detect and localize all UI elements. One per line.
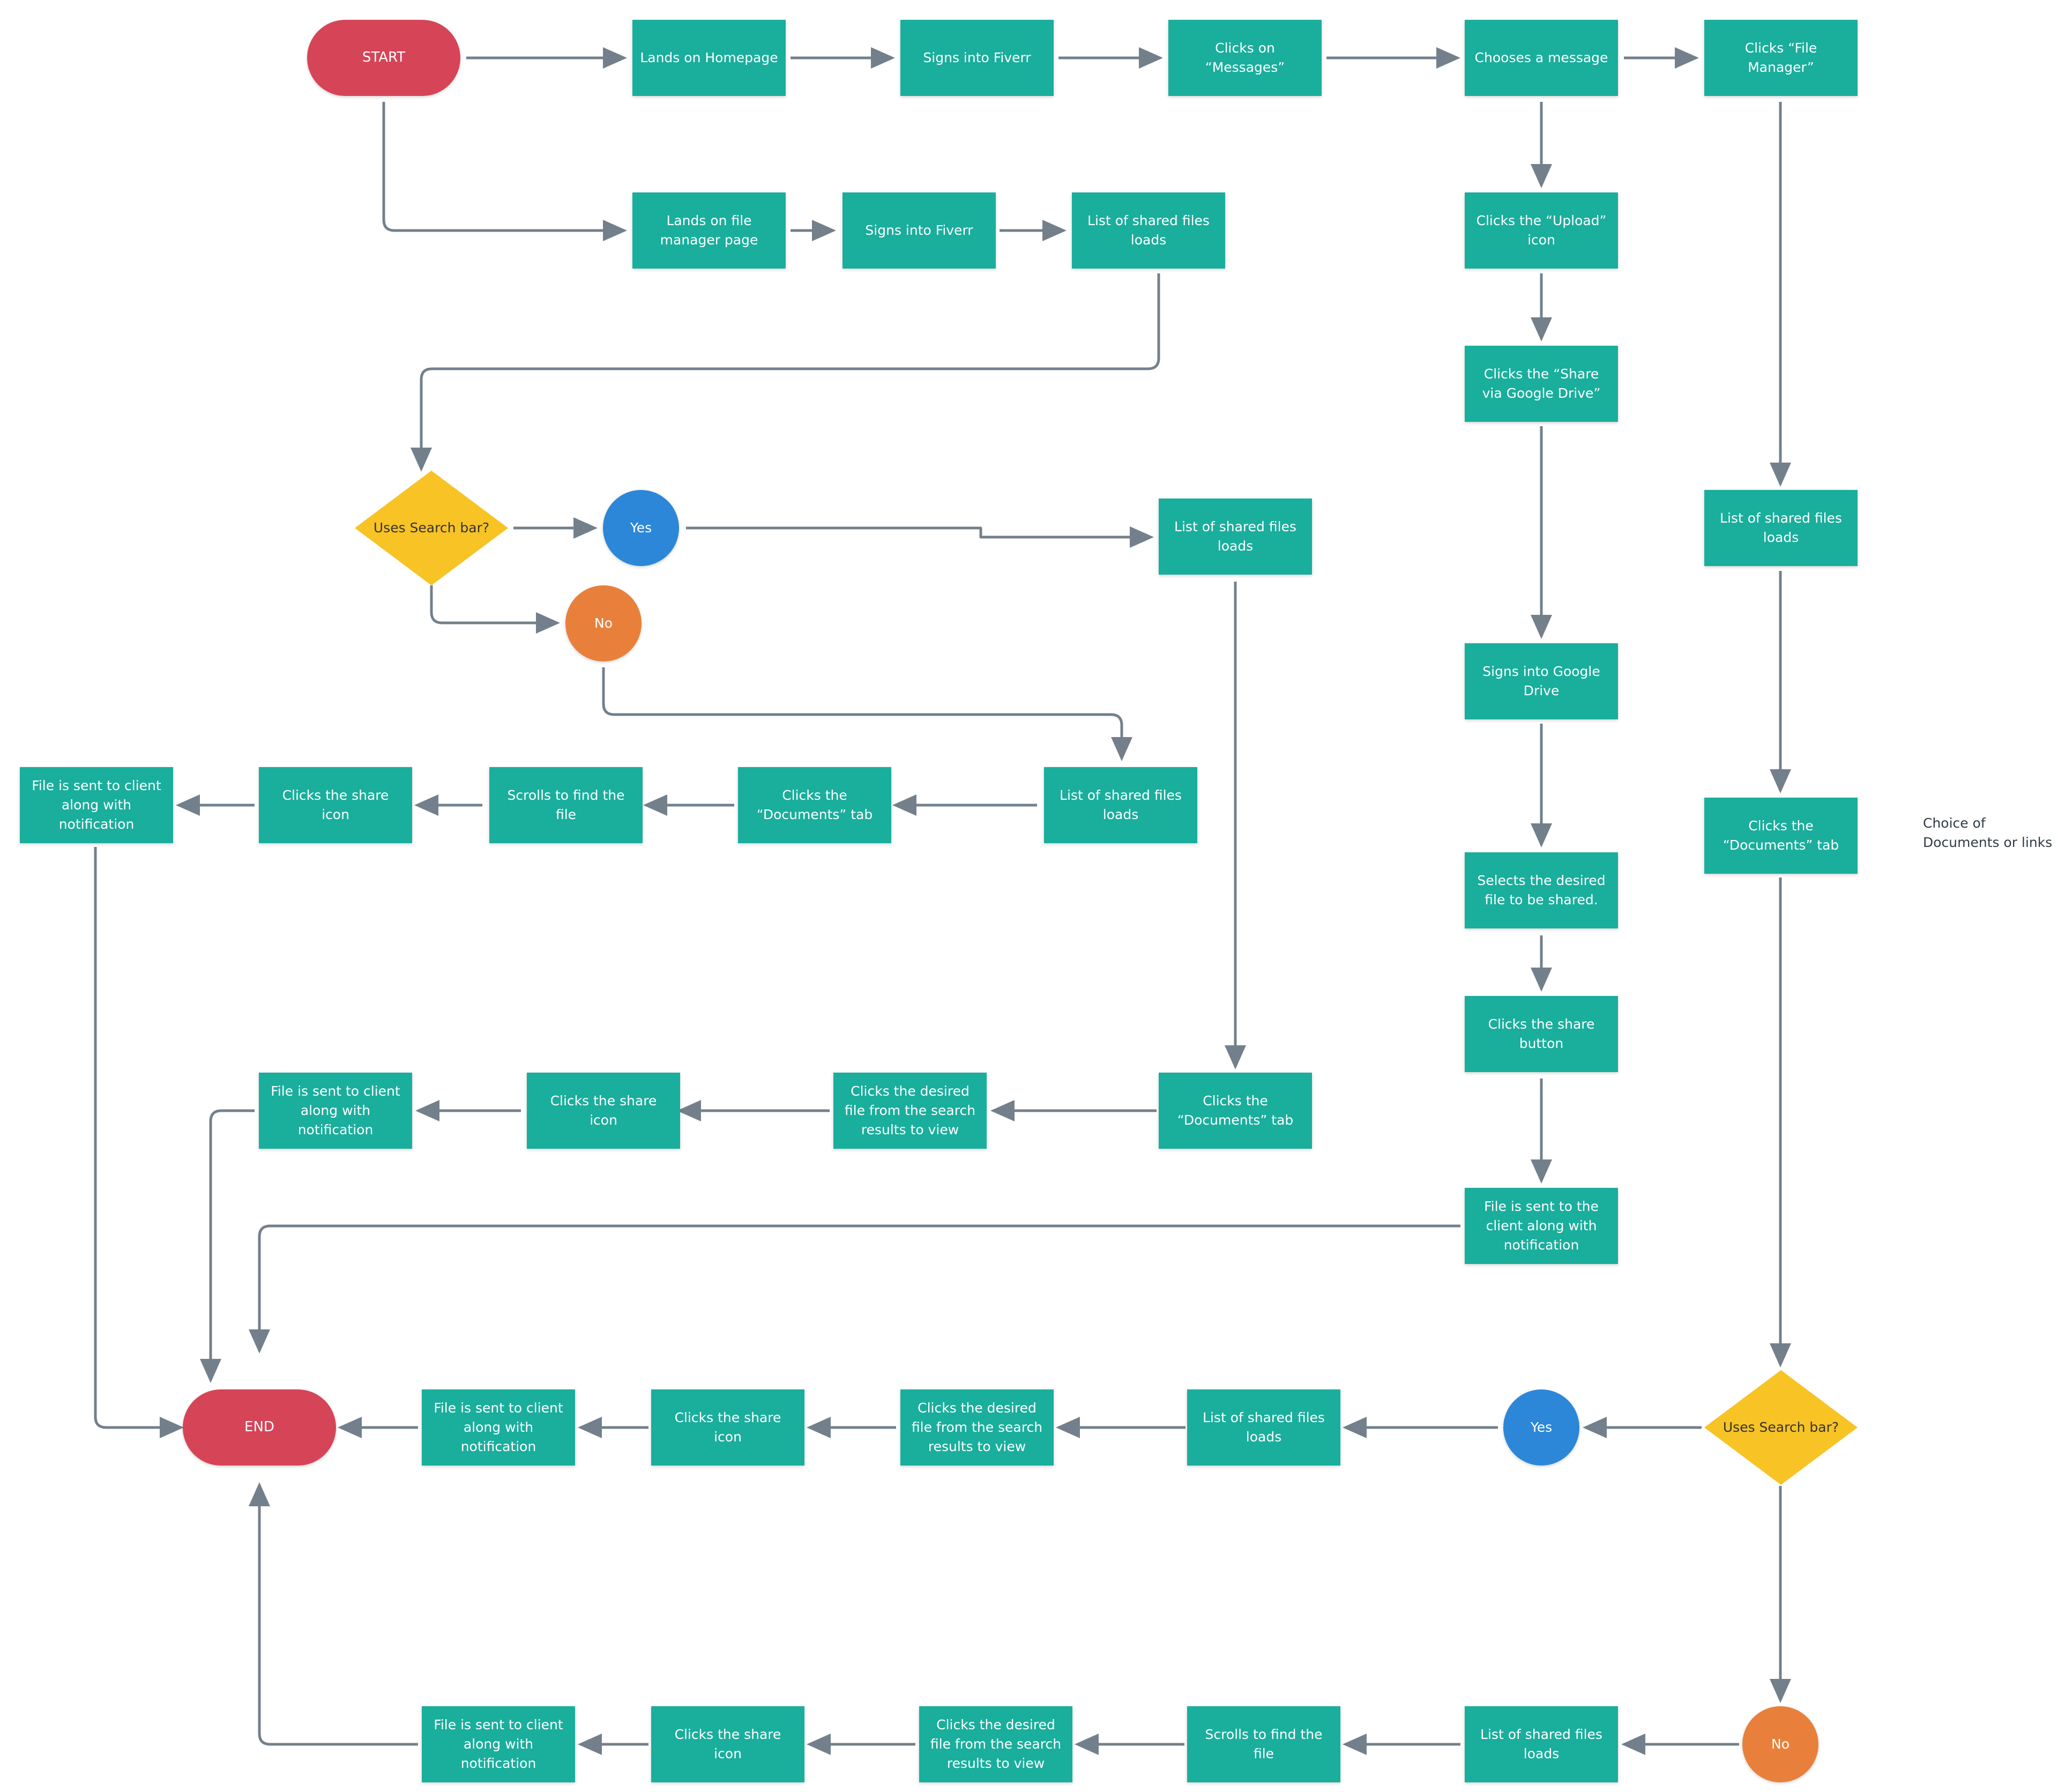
step-clicks-documents-tab[interactable]: Clicks the “Documents” tab	[1159, 1073, 1312, 1149]
end-terminal[interactable]: END	[183, 1389, 336, 1466]
step-file-sent-to-client[interactable]: File is sent to client along with notifi…	[20, 767, 173, 843]
decision-uses-search-bar[interactable]: Uses Search bar?	[1704, 1370, 1858, 1485]
step-clicks-documents-tab[interactable]: Clicks the “Documents” tab	[1704, 798, 1858, 874]
step-selects-desired-file[interactable]: Selects the desired file to be shared.	[1465, 852, 1618, 928]
step-clicks-messages[interactable]: Clicks on “Messages”	[1168, 20, 1322, 96]
connector	[411, 273, 1160, 472]
step-clicks-file-manager[interactable]: Clicks “File Manager”	[1704, 20, 1858, 96]
step-signs-google-drive[interactable]: Signs into Google Drive	[1465, 643, 1618, 719]
decision-uses-search-bar[interactable]: Uses Search bar?	[355, 471, 508, 585]
step-chooses-message[interactable]: Chooses a message	[1465, 20, 1618, 96]
step-scrolls-find-file[interactable]: Scrolls to find the file	[1187, 1706, 1340, 1782]
step-lands-homepage[interactable]: Lands on Homepage	[632, 20, 786, 96]
decision-label: Uses Search bar?	[373, 519, 490, 536]
step-clicks-share-icon[interactable]: Clicks the share icon	[651, 1389, 804, 1466]
connector	[686, 526, 1154, 548]
step-clicks-desired-file[interactable]: Clicks the desired file from the search …	[833, 1073, 987, 1149]
step-signs-fiverr[interactable]: Signs into Fiverr	[842, 192, 996, 269]
connector	[602, 667, 1132, 761]
no-node[interactable]: No	[565, 585, 642, 661]
step-list-shared-files[interactable]: List of shared files loads	[1044, 767, 1197, 843]
start-terminal[interactable]: START	[307, 20, 460, 96]
no-node[interactable]: No	[1742, 1706, 1818, 1782]
decision-label: Uses Search bar?	[1723, 1419, 1839, 1435]
choice-annotation: Choice of Documents or links	[1923, 815, 2053, 851]
step-list-shared-files[interactable]: List of shared files loads	[1187, 1389, 1340, 1466]
step-clicks-share-icon[interactable]: Clicks the share icon	[259, 767, 412, 843]
diamond-shape	[1704, 1370, 1858, 1485]
connector	[94, 847, 184, 1438]
step-clicks-upload-icon[interactable]: Clicks the “Upload” icon	[1465, 192, 1618, 269]
step-file-sent-to-client[interactable]: File is sent to client along with notifi…	[259, 1073, 412, 1149]
step-clicks-share-icon[interactable]: Clicks the share icon	[527, 1073, 680, 1149]
connector	[200, 1109, 255, 1383]
step-clicks-documents-tab[interactable]: Clicks the “Documents” tab	[738, 767, 891, 843]
yes-node[interactable]: Yes	[1503, 1389, 1579, 1466]
step-scrolls-find-file[interactable]: Scrolls to find the file	[489, 767, 643, 843]
connector	[382, 102, 627, 241]
yes-node[interactable]: Yes	[603, 490, 679, 566]
step-file-sent-to-client[interactable]: File is sent to client along with notifi…	[422, 1706, 575, 1782]
step-list-shared-files[interactable]: List of shared files loads	[1072, 192, 1225, 269]
step-list-shared-files[interactable]: List of shared files loads	[1159, 499, 1312, 575]
step-clicks-share-button[interactable]: Clicks the share button	[1465, 996, 1618, 1072]
step-file-sent-to-client[interactable]: File is sent to the client along with no…	[1465, 1188, 1618, 1264]
step-lands-file-manager-page[interactable]: Lands on file manager page	[632, 192, 786, 269]
step-clicks-share-icon[interactable]: Clicks the share icon	[651, 1706, 804, 1782]
connector	[430, 585, 560, 634]
step-clicks-desired-file[interactable]: Clicks the desired file from the search …	[900, 1389, 1054, 1466]
step-clicks-share-google-drive[interactable]: Clicks the “Share via Google Drive”	[1465, 346, 1618, 422]
step-list-shared-files[interactable]: List of shared files loads	[1704, 490, 1858, 566]
connector	[249, 1482, 418, 1746]
diamond-shape	[355, 471, 508, 585]
step-list-shared-files[interactable]: List of shared files loads	[1465, 1706, 1618, 1782]
step-signs-fiverr[interactable]: Signs into Fiverr	[900, 20, 1054, 96]
step-file-sent-to-client[interactable]: File is sent to client along with notifi…	[422, 1389, 575, 1466]
connector	[249, 1224, 1460, 1354]
step-clicks-desired-file[interactable]: Clicks the desired file from the search …	[919, 1706, 1072, 1782]
